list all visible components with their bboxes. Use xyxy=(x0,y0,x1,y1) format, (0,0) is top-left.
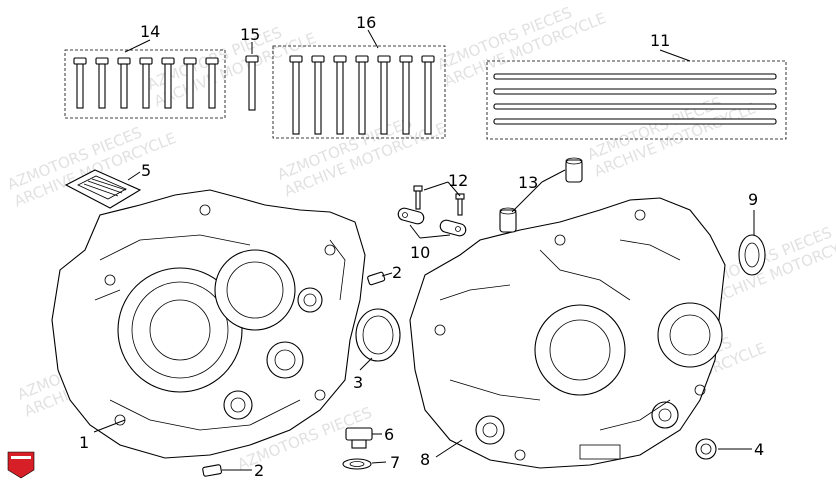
part-10-plate-pair xyxy=(397,207,467,237)
stud xyxy=(493,103,777,110)
part-12-bolt-pair xyxy=(413,185,465,216)
part-2-dowel-lower xyxy=(202,464,222,477)
part-15-bolt xyxy=(245,55,259,111)
part-9-oil-seal xyxy=(738,234,766,276)
callout-15: 15 xyxy=(240,25,260,44)
part-11-stud-set xyxy=(486,60,787,140)
bolt xyxy=(73,57,87,109)
part-3-oil-seal xyxy=(355,308,401,362)
leader-lines xyxy=(93,29,755,471)
bolt xyxy=(183,57,197,109)
part-8-right-crankcase xyxy=(409,197,726,469)
part-4-seal xyxy=(695,438,717,460)
bolt xyxy=(355,55,369,135)
callout-6: 6 xyxy=(384,425,394,444)
callout-3: 3 xyxy=(353,373,363,392)
callout-4: 4 xyxy=(754,440,764,459)
callout-16: 16 xyxy=(356,13,376,32)
callout-13: 13 xyxy=(518,173,538,192)
callout-labels: 14 15 16 11 5 1 2 2 3 4 6 7 8 9 10 12 13 xyxy=(79,13,764,480)
part-6-drain-plug xyxy=(345,427,373,449)
bolt xyxy=(311,55,325,135)
azmotors-logo xyxy=(7,451,35,479)
part-7-washer xyxy=(342,458,372,470)
stud xyxy=(493,88,777,95)
bolt-group-16 xyxy=(289,55,435,135)
stud-group-11 xyxy=(493,73,777,125)
part-16-bolt-set xyxy=(272,45,446,139)
bolt-group-14 xyxy=(73,57,219,109)
bolt xyxy=(161,57,175,109)
bolt xyxy=(289,55,303,135)
callout-9: 9 xyxy=(748,190,758,209)
callout-8: 8 xyxy=(420,450,430,469)
stud xyxy=(493,73,777,80)
bolt xyxy=(117,57,131,109)
bolt xyxy=(399,55,413,135)
bolt xyxy=(333,55,347,135)
part-5-gasket xyxy=(64,169,142,209)
bolt xyxy=(95,57,109,109)
stud xyxy=(493,118,777,125)
callout-10: 10 xyxy=(410,243,430,262)
part-1-left-crankcase xyxy=(51,189,366,459)
callout-5: 5 xyxy=(141,161,151,180)
callout-7: 7 xyxy=(390,453,400,472)
callout-14: 14 xyxy=(140,22,160,41)
callout-2-lower: 2 xyxy=(254,461,264,480)
callout-1: 1 xyxy=(79,433,89,452)
callout-12: 12 xyxy=(448,171,468,190)
callout-2-upper: 2 xyxy=(392,263,402,282)
bolt xyxy=(421,55,435,135)
part-14-bolt-set xyxy=(64,49,226,119)
bolt xyxy=(377,55,391,135)
part-2-dowel-upper xyxy=(367,271,386,286)
bolt xyxy=(139,57,153,109)
callout-11: 11 xyxy=(650,31,670,50)
part-13-bushing-pair xyxy=(499,157,583,233)
bolt xyxy=(205,57,219,109)
